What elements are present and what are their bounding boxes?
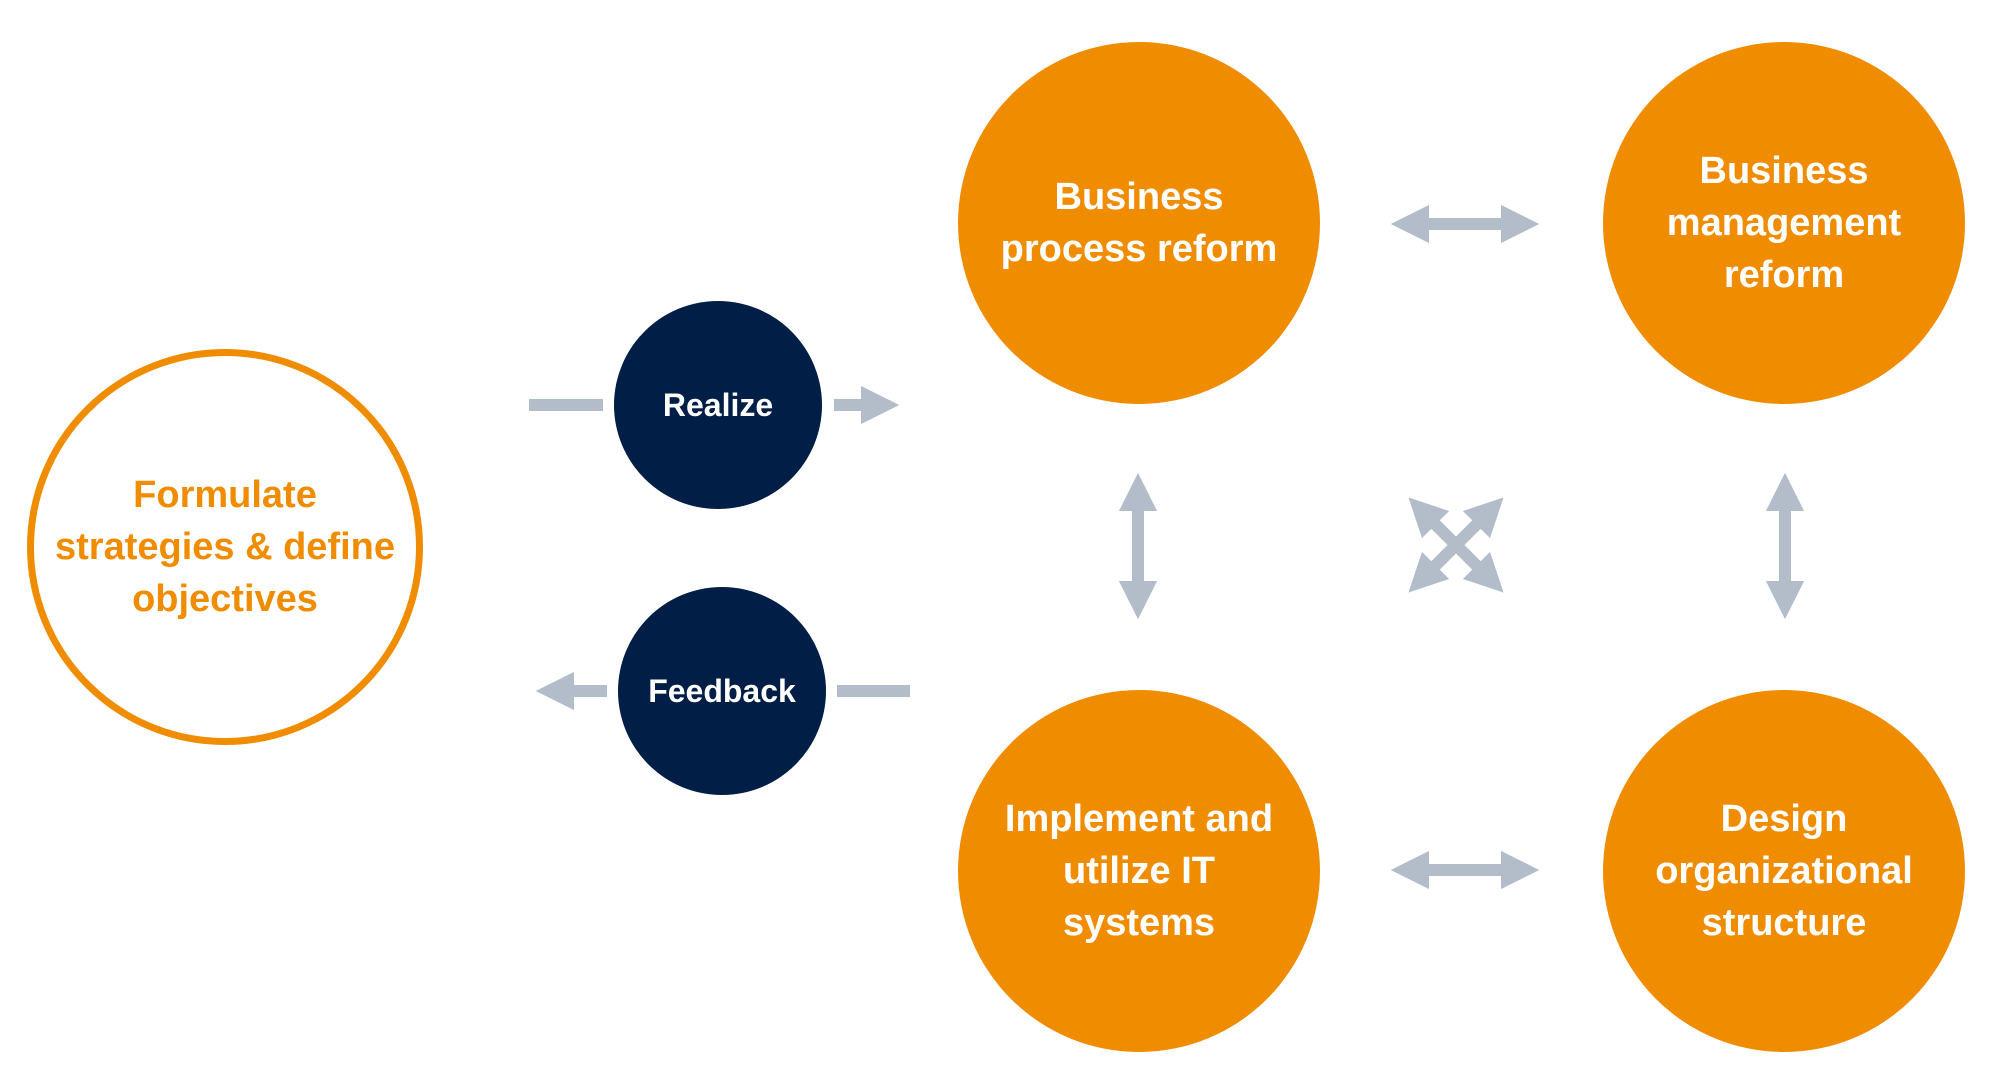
realize-label: Realize [662,386,774,423]
strategy-node: Formulate strategies & define objectives [27,349,423,745]
business-management-reform-label: Business management reform [1666,150,1902,296]
implement-it-systems-node: Implement and utilize IT systems [958,690,1320,1052]
strategy-label: Formulate strategies & define objectives [55,474,395,620]
feedback-node: Feedback [618,587,826,795]
business-process-reform-label: Business process reform [1000,176,1278,270]
feedback-label: Feedback [648,672,796,709]
design-organizational-structure-node: Design organizational structure [1603,690,1965,1052]
implement-it-systems-label: Implement and utilize IT systems [1004,798,1274,944]
business-process-reform-node: Business process reform [958,42,1320,404]
business-management-reform-node: Business management reform [1603,42,1965,404]
cross-diagonal-arrow-2 [1408,497,1504,593]
realize-node: Realize [614,301,822,509]
design-organizational-structure-label: Design organizational structure [1655,798,1913,944]
